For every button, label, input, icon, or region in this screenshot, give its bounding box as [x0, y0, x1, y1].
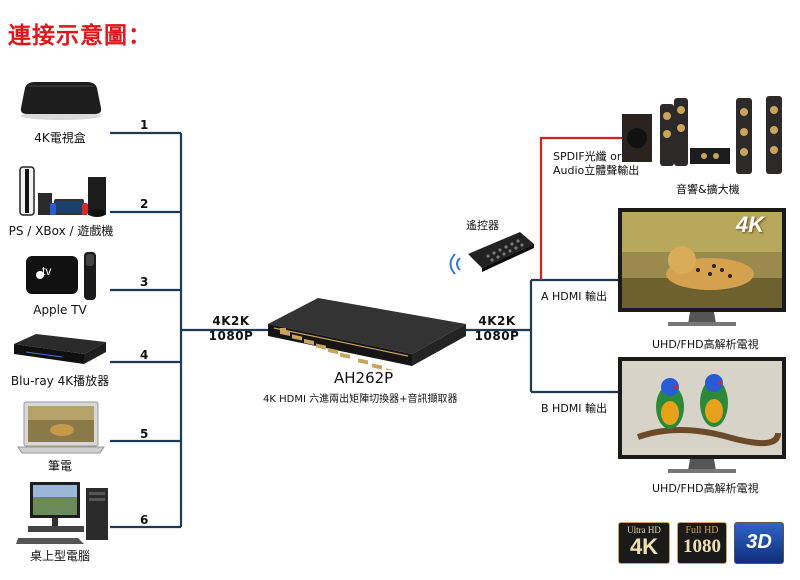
port-number-5: 5 [140, 427, 149, 441]
device-model: AH262P [334, 369, 394, 387]
bluray-player-icon [14, 334, 106, 364]
apple-tv-logo-text: tv [42, 264, 52, 278]
input-resolution: 4K2K 1080P [196, 314, 266, 344]
source-label-2: PS / XBox / 遊戲機 [8, 224, 114, 238]
output-resolution: 4K2K 1080P [466, 314, 528, 344]
3d-badge-main: 3D [746, 531, 772, 553]
tv-b-parrots-icon [618, 357, 786, 473]
tv-b-label: UHD/FHD高解析電視 [652, 482, 759, 495]
full-hd-badge-main: 1080 [683, 536, 721, 557]
port-number-2: 2 [140, 197, 149, 211]
page-title: 連接示意圖： [8, 23, 152, 49]
game-consoles-icon [19, 166, 106, 217]
source-label-1: 4K電視盒 [34, 131, 86, 145]
tv-a-4k-badge: 4K [736, 212, 765, 237]
tv-a-label: UHD/FHD高解析電視 [652, 338, 759, 351]
port-number-4: 4 [140, 348, 149, 362]
audio-line [539, 136, 623, 280]
audio-out-label: Audio立體聲輸出 [553, 164, 640, 177]
apple-tv-icon [26, 252, 96, 300]
source-label-4: Blu-ray 4K播放器 [10, 374, 110, 388]
device-description: 4K HDMI 六進兩出矩陣切換器+音訊擷取器 [263, 394, 458, 405]
tv-box-icon [20, 82, 102, 120]
port-number-1: 1 [140, 118, 149, 132]
input-res-1080p: 1080P [208, 329, 254, 343]
tv-a-cheetah-icon [618, 208, 786, 326]
output-res-1080p: 1080P [474, 329, 520, 343]
remote-control-icon [449, 232, 534, 275]
ultra-hd-4k-badge: Ultra HD 4K [618, 522, 670, 564]
source-label-6: 桌上型電腦 [29, 549, 90, 563]
desktop-pc-icon [16, 482, 108, 544]
source-label-3: Apple TV [33, 303, 87, 317]
ultra-hd-badge-main: 4K [629, 534, 659, 559]
input-res-4k2k: 4K2K [212, 314, 250, 328]
spdif-label: SPDIF光纖 or [553, 150, 622, 163]
full-hd-badge-top: Full HD [685, 525, 719, 536]
output-a-label: A HDMI 輸出 [541, 290, 607, 303]
full-hd-1080-badge: Full HD 1080 [677, 522, 727, 564]
port-number-3: 3 [140, 275, 149, 289]
port-number-6: 6 [140, 513, 149, 527]
output-res-4k2k: 4K2K [478, 314, 516, 328]
remote-label: 遙控器 [466, 219, 499, 232]
speaker-label: 音響&擴大機 [676, 183, 740, 196]
output-b-label: B HDMI 輸出 [541, 402, 608, 415]
source-label-5: 筆電 [47, 459, 72, 473]
speaker-system-icon [622, 96, 782, 174]
laptop-icon [17, 401, 105, 454]
matrix-switcher-icon [268, 298, 466, 370]
3d-badge: 3D [734, 522, 784, 564]
ultra-hd-badge-top: Ultra HD [627, 525, 661, 535]
